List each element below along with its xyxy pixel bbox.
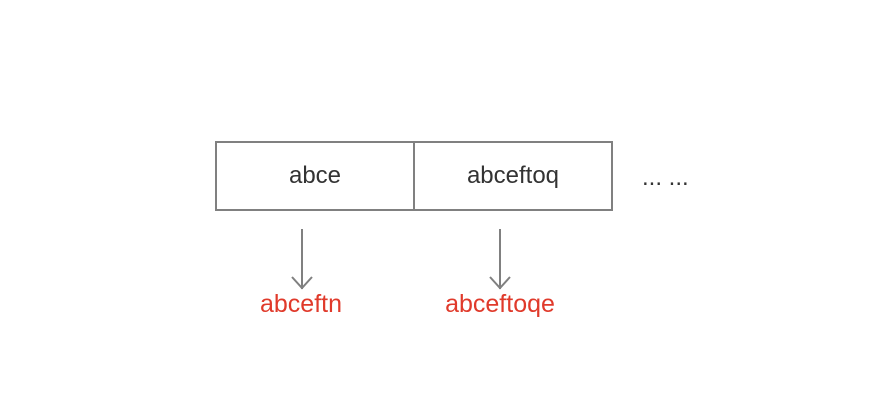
result-0: abceftn — [259, 290, 343, 318]
arrow-down-icon — [291, 229, 313, 290]
cell-0: abce — [288, 162, 342, 189]
result-1: abceftoqe — [445, 290, 555, 318]
cell-1: abceftoq — [413, 143, 611, 209]
arrow-down-icon — [489, 229, 511, 290]
ellipsis-text: ... ... — [642, 164, 689, 191]
string-cells-row: abce abceftoq — [215, 141, 613, 211]
